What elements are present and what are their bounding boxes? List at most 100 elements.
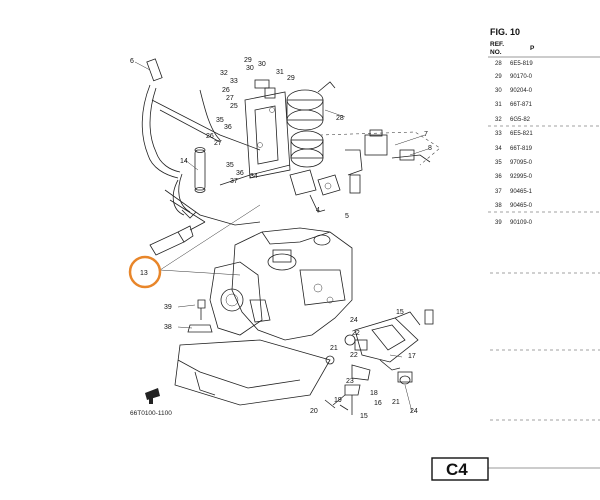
row-ref-no: 37 — [495, 189, 502, 195]
callout-4: 4 — [316, 207, 320, 214]
row-part-no: 6E5-821 — [510, 131, 533, 137]
table-row: 37 90465-1 — [495, 189, 533, 195]
starter-relay-28 — [286, 81, 336, 131]
page-code-badge: C4 — [431, 457, 600, 481]
table-row: 32 6G5-82 — [495, 117, 531, 123]
row-part-no: 90170-0 — [510, 74, 533, 80]
row-ref-no: 36 — [495, 174, 502, 180]
row-part-no: 90204-0 — [510, 88, 533, 94]
part-no-header: P — [530, 45, 535, 52]
row-ref-no: 33 — [495, 131, 502, 137]
row-part-no: 92995-0 — [510, 174, 533, 180]
callout-27: 27 — [226, 95, 234, 102]
parts-table: FIG. 10 REF. NO. P 28 6E5-819 29 90170-0… — [488, 27, 600, 421]
callout-13: 13 — [140, 270, 148, 277]
table-row: 34 66T-819 — [495, 146, 533, 152]
ref-no-header-line2: NO. — [490, 49, 502, 56]
page-code: C4 — [446, 460, 468, 479]
callout-15: 15 — [396, 309, 404, 316]
callout-21-alt: 21 — [392, 399, 400, 406]
table-row: 30 90204-0 — [495, 88, 533, 94]
row-part-no: 90465-1 — [510, 189, 533, 195]
callout-30-alt: 30 — [258, 61, 266, 68]
table-row: 39 90109-0 — [495, 220, 533, 226]
fasteners — [187, 299, 361, 415]
fuel-tank-mount — [289, 169, 341, 213]
row-part-no: 66T-819 — [510, 146, 533, 152]
row-part-no: 66T-871 — [510, 102, 533, 108]
callout-17: 17 — [408, 353, 416, 360]
callout-18: 18 — [370, 390, 378, 397]
drawing-code: 66T0100-1100 — [130, 410, 172, 417]
callout-33: 33 — [230, 78, 238, 85]
row-ref-no: 29 — [495, 74, 502, 80]
rectifier-17-assembly — [351, 309, 434, 385]
callout-34: 34 — [250, 173, 258, 180]
row-ref-no: 32 — [495, 117, 502, 123]
row-part-no: 6G5-82 — [510, 117, 531, 123]
table-row: 31 66T-871 — [495, 102, 533, 108]
callout-36-alt: 36 — [236, 170, 244, 177]
callout-31: 31 — [276, 69, 284, 76]
wire-harness — [141, 58, 291, 226]
table-row: 38 90465-0 — [495, 203, 533, 209]
callout-6: 6 — [130, 58, 134, 65]
callout-8: 8 — [428, 145, 432, 152]
callout-21: 21 — [330, 345, 338, 352]
callout-28: 28 — [336, 115, 344, 122]
row-part-no: 6E5-819 — [510, 61, 533, 67]
callout-20: 20 — [310, 408, 318, 415]
callout-19: 19 — [334, 397, 342, 404]
callout-5: 5 — [345, 213, 349, 220]
callout-26-alt: 26 — [206, 133, 214, 140]
callout-22-alt: 22 — [350, 352, 358, 359]
table-row: 33 6E5-821 — [495, 131, 533, 137]
outboard-icon — [145, 388, 160, 404]
ref-no-header-line1: REF. — [490, 41, 504, 48]
callout-22: 22 — [352, 330, 360, 337]
callout-23: 23 — [346, 378, 354, 385]
callout-labels: 6 29 30 30 32 33 31 29 26 27 25 28 35 36… — [130, 57, 432, 420]
table-row: 36 92995-0 — [495, 174, 533, 180]
row-ref-no: 30 — [495, 88, 502, 94]
callout-30: 30 — [246, 65, 254, 72]
callout-38: 38 — [164, 324, 172, 331]
callout-35-alt: 35 — [226, 162, 234, 169]
table-row: 35 97095-0 — [495, 160, 533, 166]
callout-15-alt: 15 — [360, 413, 368, 420]
callout-27-alt: 27 — [214, 140, 222, 147]
callout-14: 14 — [180, 158, 188, 165]
callout-29: 29 — [244, 57, 252, 64]
highlight-ring — [128, 255, 162, 289]
row-ref-no: 34 — [495, 146, 502, 152]
callout-36: 36 — [224, 124, 232, 131]
leader-lines — [134, 61, 429, 413]
callout-37: 37 — [230, 178, 238, 185]
row-ref-no: 39 — [495, 220, 502, 226]
row-part-no: 90109-0 — [510, 220, 533, 226]
callout-25: 25 — [230, 103, 238, 110]
row-ref-no: 28 — [495, 61, 502, 67]
callout-24: 24 — [350, 317, 358, 324]
engine-block — [174, 227, 353, 406]
callout-32: 32 — [220, 70, 228, 77]
row-ref-no: 31 — [495, 102, 502, 108]
cdi-unit-7 — [319, 129, 441, 194]
neutral-switch-13 — [149, 221, 206, 256]
row-ref-no: 38 — [495, 203, 502, 209]
row-part-no: 90465-0 — [510, 203, 533, 209]
table-row: 28 6E5-819 — [495, 61, 533, 67]
callout-16: 16 — [374, 400, 382, 407]
callout-24-alt: 24 — [410, 408, 418, 415]
figure-title: FIG. 10 — [490, 27, 520, 37]
row-ref-no: 35 — [495, 160, 502, 166]
starter-relay-second — [290, 130, 324, 168]
relay-bracket-assembly — [244, 79, 291, 179]
callout-29-alt: 29 — [287, 75, 295, 82]
callout-26: 26 — [222, 87, 230, 94]
callout-39: 39 — [164, 304, 172, 311]
callout-35: 35 — [216, 117, 224, 124]
row-part-no: 97095-0 — [510, 160, 533, 166]
table-row: 29 90170-0 — [495, 74, 533, 80]
